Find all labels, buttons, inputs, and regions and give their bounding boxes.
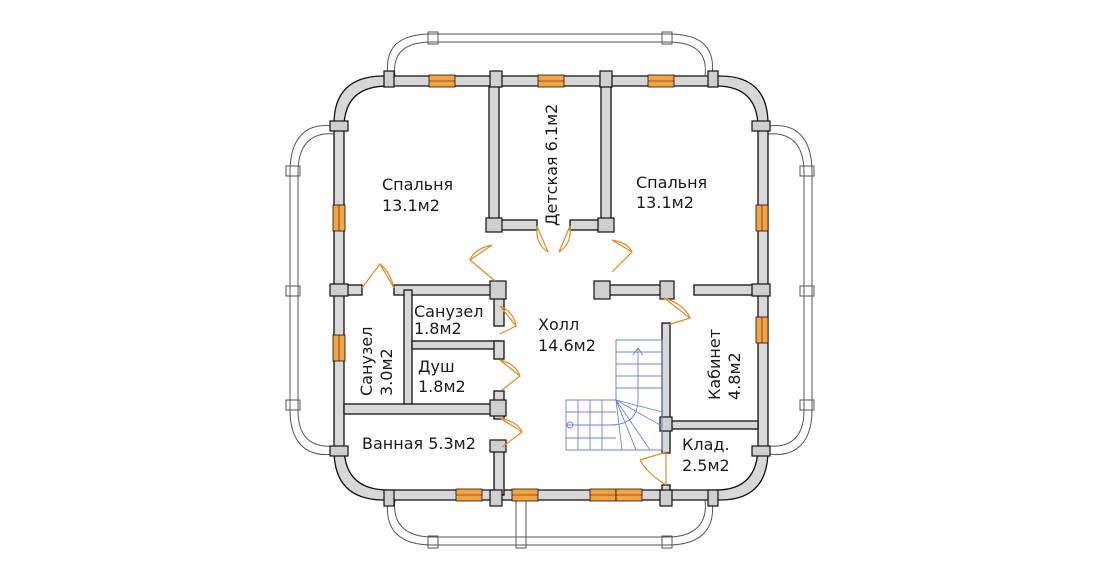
window-bottom-center (511, 488, 539, 502)
label-bathroom-wc-area: 1.8м2 (414, 319, 462, 338)
label-bathroom-wc-name: Санузел (414, 302, 483, 321)
door-swings (361, 225, 692, 486)
label-hall-area: 14.6м2 (538, 336, 596, 355)
door-bedroom-left (469, 244, 496, 282)
door-storage (639, 451, 667, 486)
window-top-center (537, 74, 565, 88)
label-shower-area: 1.8м2 (418, 377, 466, 396)
staircase (565, 339, 663, 451)
label-bedroom-left-name: Спальня (382, 175, 453, 194)
label-storage-name: Клад. (682, 435, 730, 454)
door-shower (499, 359, 521, 391)
label-storage-area: 2.5м2 (682, 456, 730, 475)
label-bedroom-right-area: 13.1м2 (636, 193, 694, 212)
label-study-name: Кабинет (705, 329, 724, 400)
door-bathroom-wc (499, 305, 517, 335)
label-kids-room: Детская 6.1м2 (542, 104, 561, 226)
label-bathroom-large-name: Санузел (357, 327, 376, 396)
label-shower-name: Душ (418, 357, 455, 376)
window-top-right (647, 74, 675, 88)
label-study-area: 4.8м2 (725, 352, 744, 400)
room-labels: Спальня 13.1м2 Детская 6.1м2 Спальня 13.… (357, 104, 744, 475)
label-bath: Ванная 5.3м2 (362, 434, 476, 453)
window-right-lower (755, 316, 769, 344)
label-bedroom-left-area: 13.1м2 (382, 196, 440, 215)
window-top-left (428, 74, 456, 88)
label-hall-name: Холл (538, 315, 579, 334)
door-bathroom-large (361, 262, 395, 289)
windows (332, 74, 769, 502)
door-bath (499, 417, 524, 448)
window-left-lower (332, 334, 346, 362)
door-bedroom-right (611, 239, 633, 273)
wall-posts (329, 70, 771, 507)
door-kids-room (536, 225, 549, 253)
window-bottom-right-a (589, 488, 617, 502)
window-bottom-right-b (615, 488, 643, 502)
window-left-upper (332, 204, 346, 232)
door-kids-room-b (558, 225, 571, 253)
door-study (663, 297, 692, 326)
label-bathroom-large-area: 3.0м2 (377, 348, 396, 396)
window-right-upper (755, 204, 769, 232)
balcony-railings (285, 31, 815, 549)
window-bottom-left (455, 488, 483, 502)
label-bedroom-right-name: Спальня (636, 173, 707, 192)
